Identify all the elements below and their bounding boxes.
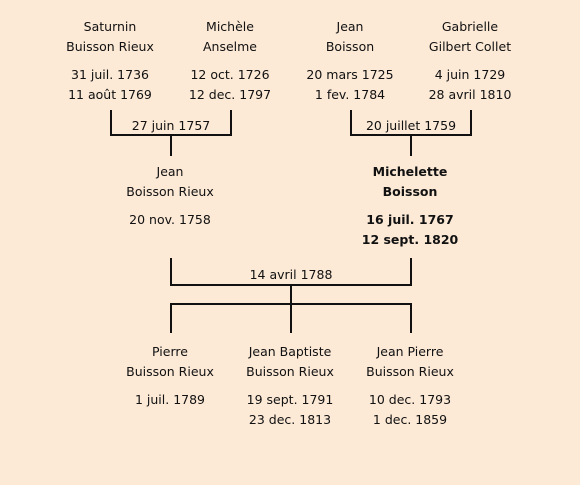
person-jean-boisson[interactable]: Jean Boisson 20 mars 1725 1 fev. 1784: [280, 17, 420, 105]
person-michele[interactable]: Michèle Anselme 12 oct. 1726 12 dec. 179…: [160, 17, 300, 105]
person-gabrielle[interactable]: Gabrielle Gilbert Collet 4 juin 1729 28 …: [400, 17, 540, 105]
marriage-date-right-grandparents: 20 juillet 1759: [365, 118, 457, 133]
connector-right-grandparents-left: [350, 110, 352, 136]
person-death-date: 12 dec. 1797: [188, 87, 272, 102]
person-last-name: Anselme: [202, 39, 258, 54]
connector-child-pierre: [170, 303, 172, 333]
person-death-date: 1 fev. 1784: [314, 87, 386, 102]
person-death-date: 11 août 1769: [68, 87, 152, 102]
person-death-date: 28 avril 1810: [428, 87, 512, 102]
person-last-name: Buisson Rieux: [66, 39, 154, 54]
connector-left-grandparents-left: [110, 110, 112, 136]
person-last-name: Boisson Rieux: [126, 184, 214, 199]
person-last-name: Buisson Rieux: [246, 364, 334, 379]
person-saturnin[interactable]: Saturnin Buisson Rieux 31 juil. 1736 11 …: [40, 17, 180, 105]
person-first-name: Saturnin: [83, 19, 137, 34]
person-michelette[interactable]: Michelette Boisson 16 juil. 1767 12 sept…: [340, 162, 480, 250]
person-birth-date: 10 dec. 1793: [368, 392, 452, 407]
person-first-name: Jean: [336, 19, 364, 34]
person-first-name: Jean Baptiste: [248, 344, 332, 359]
person-pierre[interactable]: Pierre Buisson Rieux 1 juil. 1789: [100, 342, 240, 410]
person-first-name: Michelette: [372, 164, 448, 179]
person-birth-date: 20 nov. 1758: [129, 212, 211, 227]
person-birth-date: 31 juil. 1736: [71, 67, 149, 82]
person-jean-baptiste[interactable]: Jean Baptiste Buisson Rieux 19 sept. 179…: [220, 342, 360, 430]
connector-right-grandparents-right: [470, 110, 472, 136]
person-last-name: Buisson Rieux: [126, 364, 214, 379]
person-first-name: Jean Pierre: [376, 344, 444, 359]
person-first-name: Pierre: [152, 344, 188, 359]
person-last-name: Gilbert Collet: [428, 39, 512, 54]
marriage-date-parents: 14 avril 1788: [249, 267, 333, 282]
person-first-name: Jean: [156, 164, 184, 179]
person-birth-date: 20 mars 1725: [306, 67, 394, 82]
person-death-date: 1 dec. 1859: [372, 412, 448, 427]
person-last-name: Boisson: [325, 39, 375, 54]
connector-child-jean-baptiste: [290, 303, 292, 333]
marriage-date-left-grandparents: 27 juin 1757: [131, 118, 211, 133]
person-last-name: Buisson Rieux: [366, 364, 454, 379]
connector-parents-right: [410, 258, 412, 286]
connector-child-jean-pierre: [410, 303, 412, 333]
person-birth-date: 4 juin 1729: [434, 67, 506, 82]
connector-right-grandparents-down: [410, 134, 412, 156]
person-birth-date: 1 juil. 1789: [134, 392, 206, 407]
connector-left-grandparents-down: [170, 134, 172, 156]
person-first-name: Michèle: [206, 19, 254, 34]
person-birth-date: 16 juil. 1767: [366, 212, 454, 227]
person-jean-boisson-rieux[interactable]: Jean Boisson Rieux 20 nov. 1758: [100, 162, 240, 230]
person-birth-date: 19 sept. 1791: [246, 392, 334, 407]
connector-parents-left: [170, 258, 172, 286]
person-birth-date: 12 oct. 1726: [190, 67, 270, 82]
person-death-date: 23 dec. 1813: [248, 412, 332, 427]
person-last-name: Boisson: [382, 184, 438, 199]
person-first-name: Gabrielle: [441, 19, 499, 34]
person-jean-pierre[interactable]: Jean Pierre Buisson Rieux 10 dec. 1793 1…: [340, 342, 480, 430]
connector-left-grandparents-right: [230, 110, 232, 136]
connector-parents-down: [290, 284, 292, 304]
person-death-date: 12 sept. 1820: [361, 232, 459, 247]
